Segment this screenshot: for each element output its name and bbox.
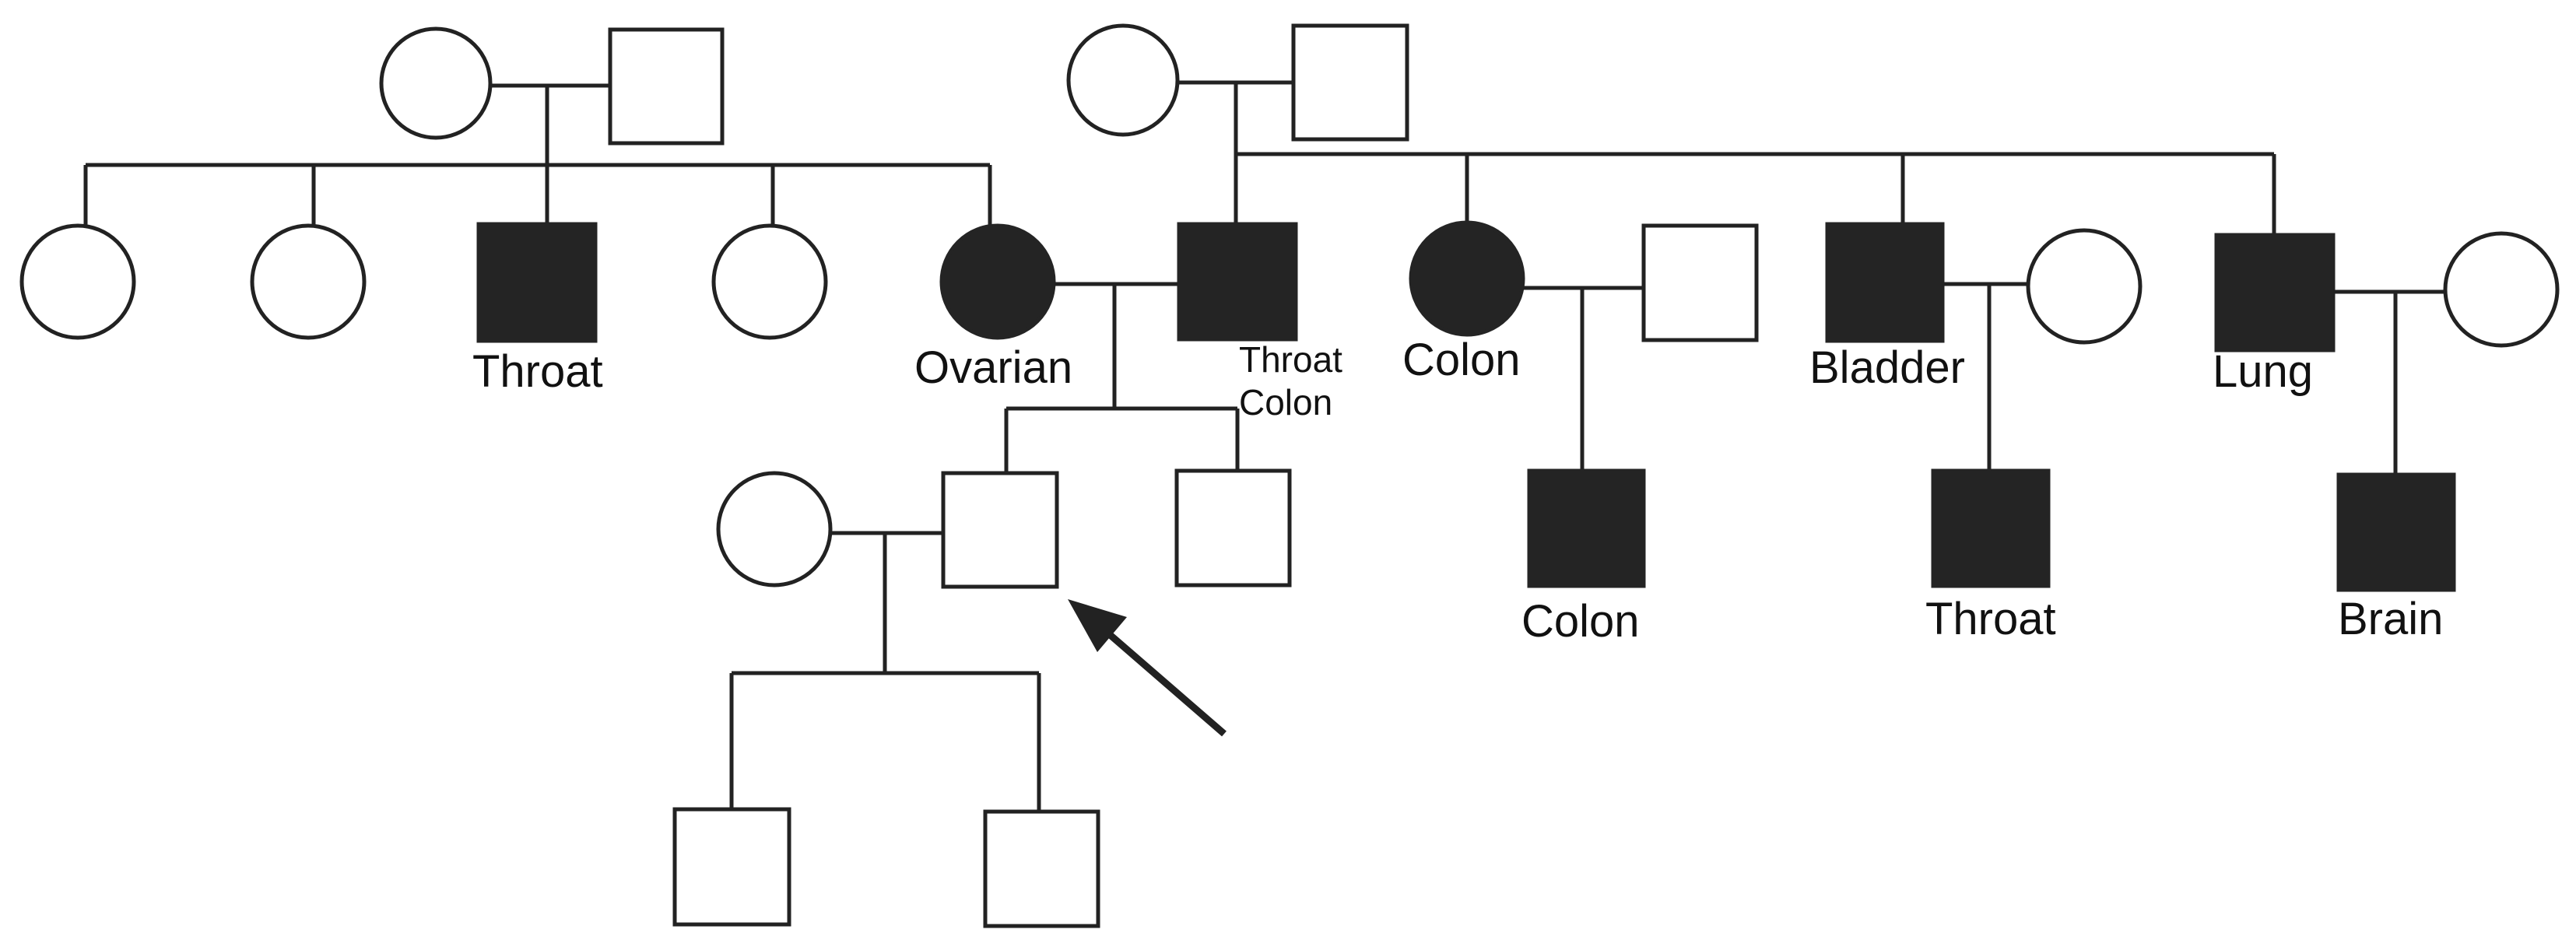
maternal-uncle-label: Throat <box>472 346 603 397</box>
maternal-grandmother <box>379 26 493 140</box>
proband <box>941 471 1059 589</box>
father-label-line-1: Throat <box>1239 339 1342 380</box>
proband-brother <box>1174 468 1292 588</box>
paternal-aunt-affected <box>1409 220 1525 337</box>
paternal-uncle-2-label: Lung <box>2213 346 2313 397</box>
cousin-colon-affected <box>1527 468 1646 588</box>
paternal-uncle-1-label: Bladder <box>1809 342 1965 393</box>
paternal-uncle-1-spouse <box>2026 228 2143 345</box>
proband-son-2 <box>983 809 1100 928</box>
maternal-aunt-3 <box>711 223 828 340</box>
father-label-line-2: Colon <box>1239 382 1332 423</box>
father-affected <box>1177 222 1298 342</box>
paternal-uncle-2-affected <box>2214 233 2336 352</box>
cousin-brain-affected <box>2336 472 2456 592</box>
cousin-throat-label: Throat <box>1925 594 2056 644</box>
maternal-grandfather <box>608 27 725 146</box>
proband-spouse <box>716 471 833 588</box>
cousin-colon-label: Colon <box>1521 596 1640 647</box>
arrow-icon <box>1068 599 1227 737</box>
proband-son-1 <box>672 807 791 927</box>
paternal-grandfather <box>1291 23 1409 142</box>
maternal-uncle-affected <box>476 222 598 343</box>
paternal-grandmother <box>1066 23 1180 137</box>
mother-affected <box>939 223 1056 340</box>
paternal-uncle-2-spouse <box>2443 231 2560 348</box>
maternal-aunt-2 <box>250 223 367 340</box>
cousin-brain-label: Brain <box>2338 594 2443 644</box>
maternal-aunt-1 <box>19 223 136 340</box>
paternal-aunt-spouse <box>1641 223 1759 342</box>
paternal-aunt-label: Colon <box>1402 335 1521 385</box>
cousin-throat-affected <box>1931 468 2051 588</box>
mother-label: Ovarian <box>914 342 1072 393</box>
paternal-uncle-1-affected <box>1825 222 1945 343</box>
